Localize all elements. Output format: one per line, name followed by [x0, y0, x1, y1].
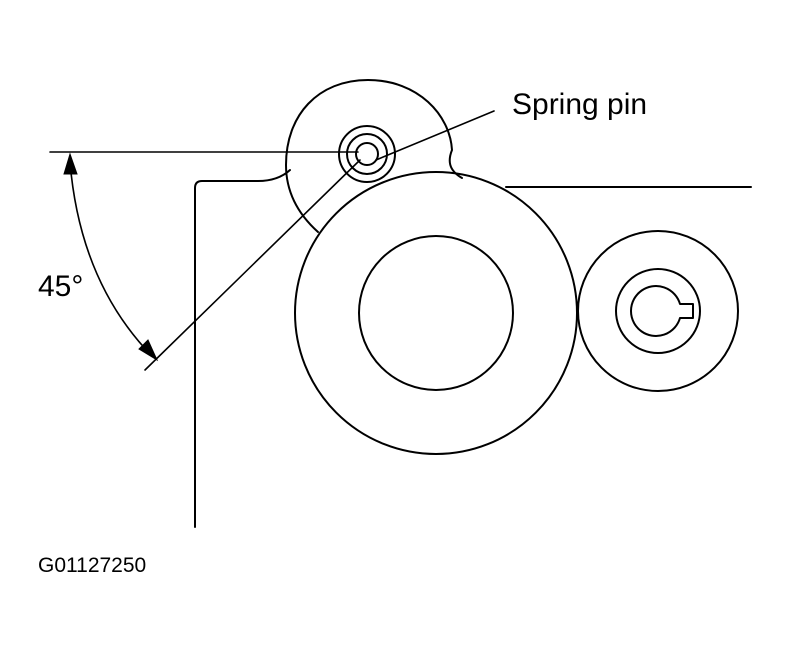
spring-pin-inner — [355, 142, 379, 166]
lever-body — [285, 79, 463, 233]
angle-dimension-arc — [69, 161, 153, 357]
spring-pin-label: Spring pin — [512, 88, 648, 121]
spring-pin-outer — [338, 125, 396, 183]
large-gear-hub — [358, 235, 514, 391]
reference-line-45deg — [144, 159, 361, 371]
figure-id: G01127250 — [38, 554, 147, 577]
spring-pin-middle — [346, 133, 388, 175]
small-gear-keyed-bore — [630, 285, 694, 337]
angle-arrow-top — [63, 152, 78, 175]
small-gear-ring — [615, 268, 701, 354]
large-gear-outer — [294, 171, 578, 455]
small-gear-outer — [577, 230, 739, 392]
leader-line — [375, 110, 495, 161]
housing-outline — [194, 169, 291, 528]
angle-label: 45° — [38, 270, 84, 303]
angle-arrow-bottom — [138, 339, 159, 362]
